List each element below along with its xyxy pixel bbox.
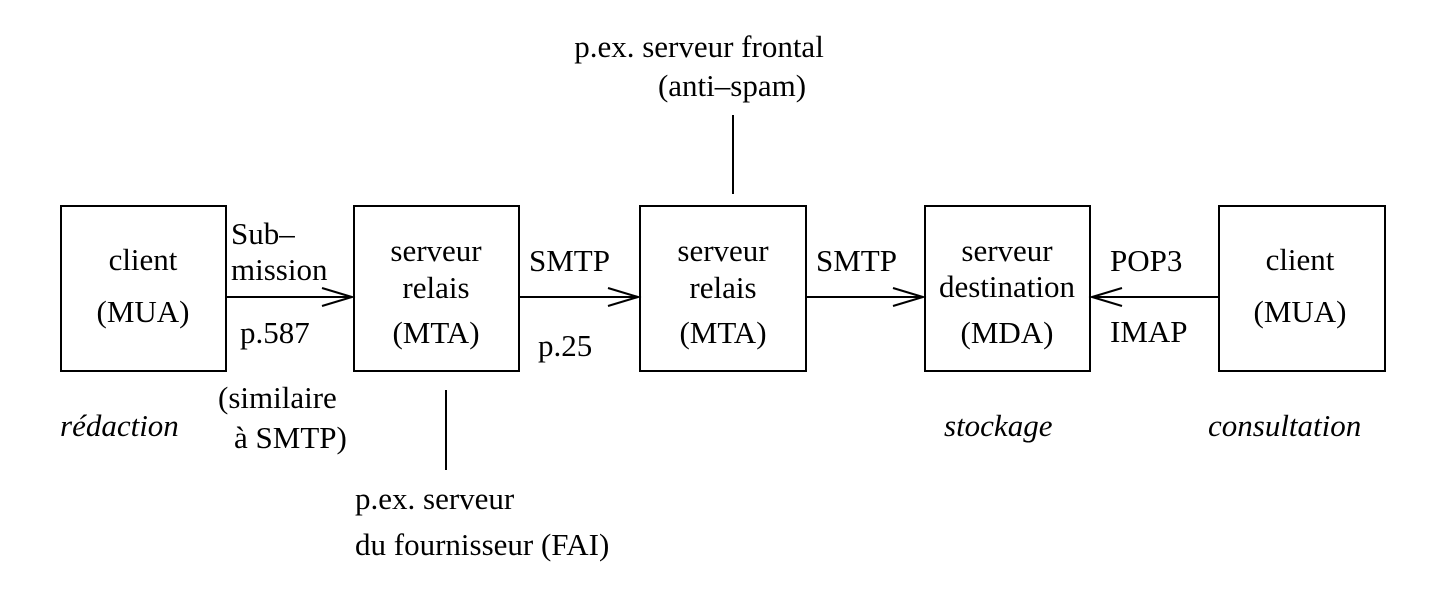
destination-line3: (MDA) [961,315,1054,350]
retrieval-bottom-label: IMAP [1110,314,1188,349]
smtp-1-label: SMTP [529,243,610,278]
relay-1-line2: relais [402,270,469,305]
submission-label-line2: mission [231,252,328,287]
role-stockage: stockage [944,408,1053,443]
submission-label-line1: Sub– [231,216,295,251]
provider-callout-line2: du fournisseur (FAI) [355,527,609,562]
smtp-1-port-label: p.25 [538,328,592,363]
submission-note-line2: à SMTP) [234,420,347,455]
frontal-callout-line1: p.ex. serveur frontal [574,29,824,64]
frontal-callout-line2: (anti–spam) [658,68,806,103]
client-right-line1: client [1266,242,1335,277]
retrieval-arrowhead [1088,287,1123,307]
relay-2-line3: (MTA) [679,315,766,350]
retrieval-top-label: POP3 [1110,243,1182,278]
role-consultation: consultation [1208,408,1361,443]
relay-2-line1: serveur [677,233,769,268]
destination-line1: serveur [961,233,1053,268]
relay-1-box [353,205,520,372]
destination-box [924,205,1091,372]
submission-port-label: p.587 [240,315,310,350]
smtp-1-arrowhead [607,287,642,307]
submission-note-line1: (similaire [218,380,337,415]
destination-line2: destination [939,269,1076,304]
relay-1-line1: serveur [390,233,482,268]
role-redaction: rédaction [60,408,179,443]
smtp-2-label: SMTP [816,243,897,278]
relay-2-box [639,205,807,372]
client-right-line2: (MUA) [1254,294,1347,329]
smtp-2-arrowhead [892,287,927,307]
client-left-box [60,205,227,372]
submission-arrowhead [321,287,356,307]
client-right-box [1218,205,1386,372]
provider-callout-line1: p.ex. serveur [355,481,515,516]
client-left-line1: client [109,242,178,277]
client-left-line2: (MUA) [97,294,190,329]
relay-1-line3: (MTA) [392,315,479,350]
relay-2-line2: relais [689,270,756,305]
